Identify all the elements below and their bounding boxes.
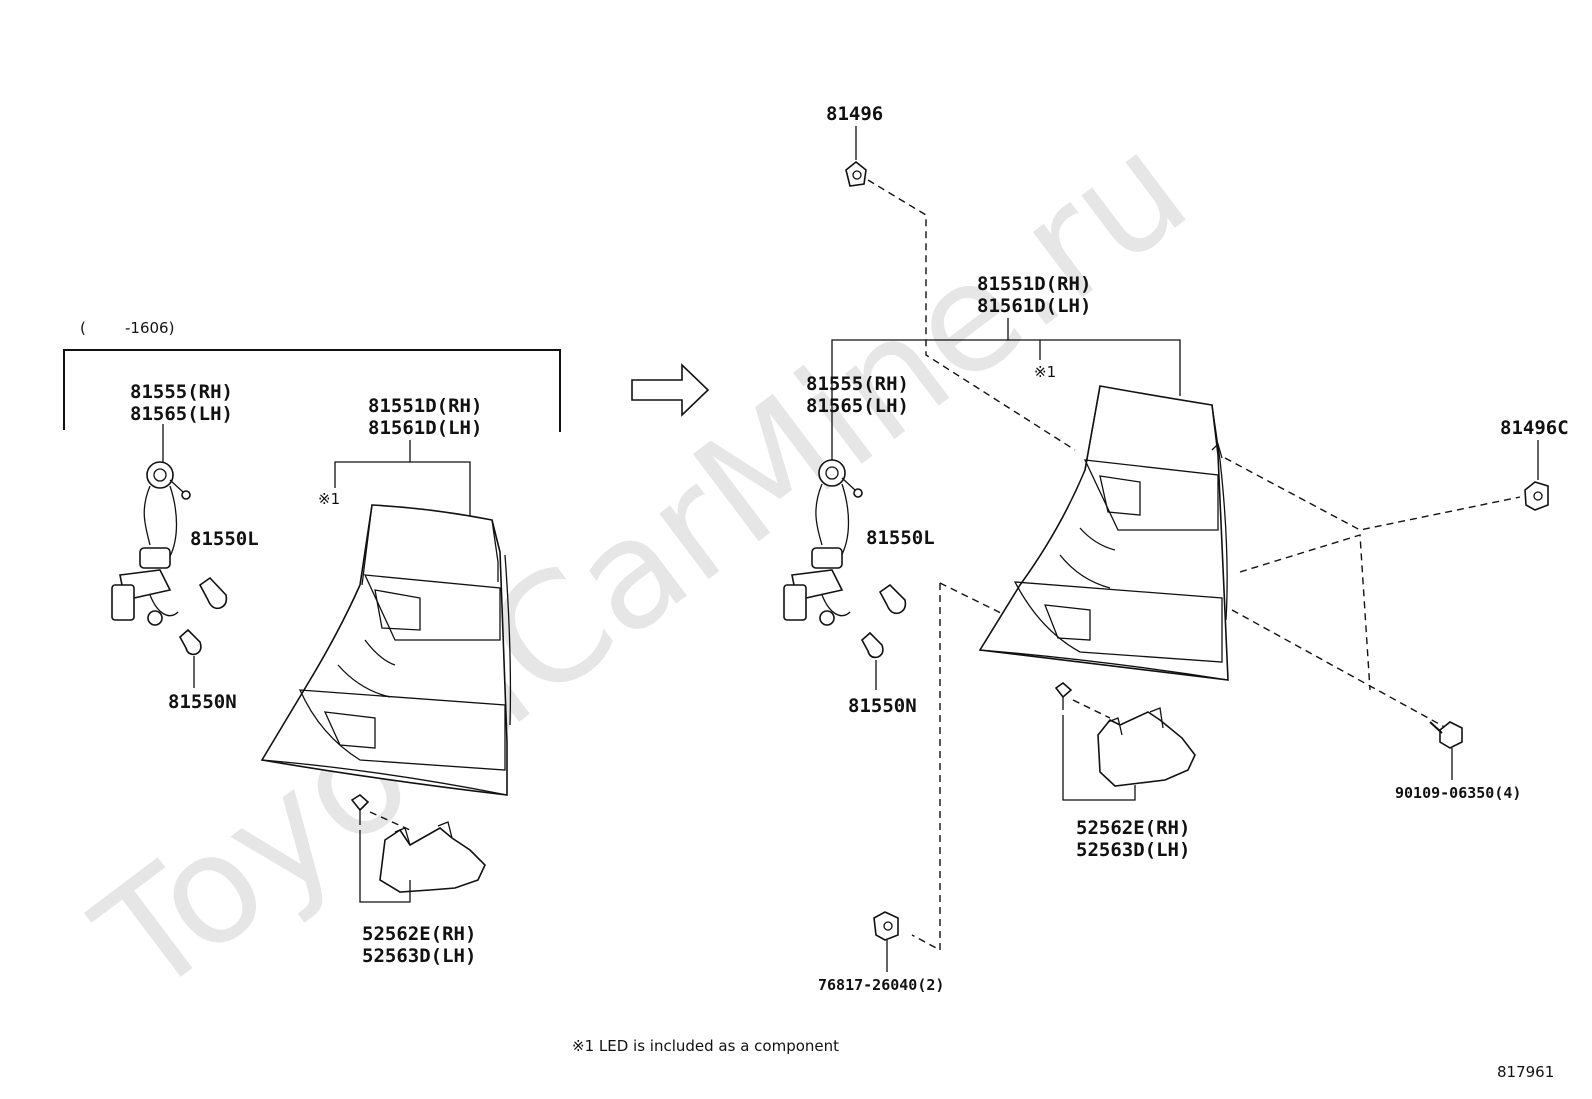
arrow-right-icon [631, 363, 710, 417]
right-clip-top-icon [845, 160, 867, 187]
left-socket-lh-label: 81565(LH) [130, 403, 233, 425]
left-bulb-l-icon [198, 576, 228, 610]
right-clip-top-label: 81496 [826, 103, 883, 125]
right-bulb-l-label: 81550L [866, 527, 935, 549]
right-socket-lh-label: 81565(LH) [806, 395, 909, 417]
left-range-bracket [63, 349, 561, 432]
right-lamp-lh-label: 81561D(LH) [977, 295, 1091, 317]
left-socket-wire-icon [111, 461, 191, 626]
left-bulb-n-label: 81550N [168, 691, 237, 713]
right-tail-lamp-icon [978, 385, 1229, 681]
right-mount-bracket-icon [1054, 681, 1196, 787]
right-bracket-lh-label: 52563D(LH) [1076, 839, 1190, 861]
right-screw-icon [1429, 721, 1463, 749]
left-range-label: -1606) [125, 319, 174, 337]
right-assembly-group: 81496 81551D(RH) 81561D(LH) ※1 81555(RH)… [783, 103, 1569, 994]
left-tail-lamp-icon [260, 504, 512, 796]
left-bracket-lh-label: 52563D(LH) [362, 945, 476, 967]
right-lamp-rh-label: 81551D(RH) [977, 273, 1091, 295]
left-range-open: ( [80, 319, 86, 337]
right-led-mark: ※1 [1034, 363, 1056, 381]
left-assembly-group: ( -1606) 81555(RH) 81565(LH) 81550L [63, 319, 561, 967]
left-bulb-n-icon [178, 628, 202, 656]
right-nut-icon [873, 911, 899, 941]
right-bulb-n-icon [860, 631, 884, 659]
left-lamp-rh-label: 81551D(RH) [368, 395, 482, 417]
right-socket-wire-icon [783, 459, 863, 626]
right-bulb-l-icon [878, 583, 907, 615]
right-bulb-n-label: 81550N [848, 695, 917, 717]
diagram-id: 817961 [1497, 1063, 1554, 1081]
right-clip-right-icon [1524, 481, 1549, 511]
left-led-mark: ※1 [318, 490, 340, 508]
footnote-text: ※1 LED is included as a component [572, 1037, 839, 1055]
right-bracket-rh-label: 52562E(RH) [1076, 817, 1190, 839]
right-socket-rh-label: 81555(RH) [806, 373, 909, 395]
left-lamp-lh-label: 81561D(LH) [368, 417, 482, 439]
left-mount-bracket-icon [350, 794, 486, 893]
left-bracket-rh-label: 52562E(RH) [362, 923, 476, 945]
right-nut-label: 76817-26040(2) [818, 976, 944, 994]
left-bulb-l-label: 81550L [190, 528, 259, 550]
right-screw-label: 90109-06350(4) [1395, 784, 1521, 802]
left-socket-rh-label: 81555(RH) [130, 381, 233, 403]
right-clip-right-label: 81496C [1500, 417, 1569, 439]
